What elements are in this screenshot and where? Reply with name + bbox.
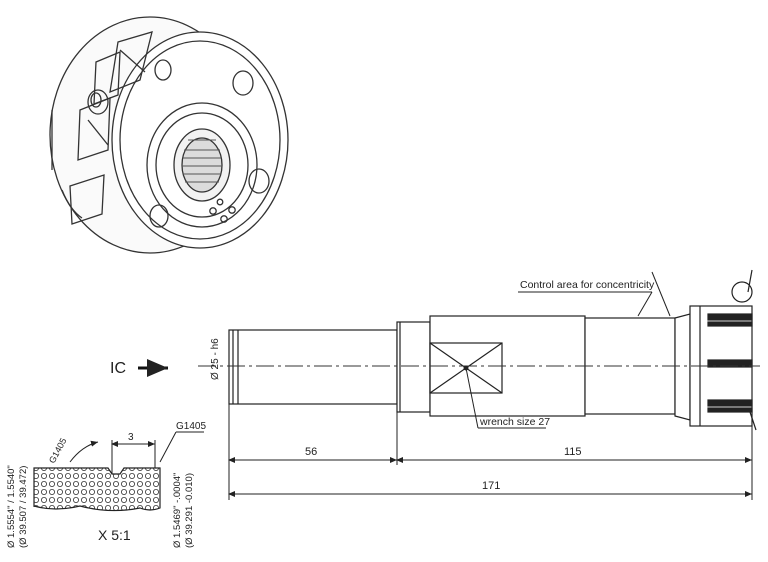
left-dim-inch: Ø 1.5554" / 1.5540"	[6, 465, 17, 548]
shaft-side-view	[228, 269, 757, 431]
dim-3-label: 3	[128, 432, 134, 443]
wrench-size-label: wrench size 27	[479, 416, 550, 428]
detail-view: 3 G1405 G1405 X 5:1 Ø 1.5554" / 1.5540" …	[6, 421, 206, 548]
dim-171-label: 171	[482, 480, 500, 492]
ic-indicator: IC	[110, 359, 168, 377]
control-area-label: Control area for concentricity	[520, 279, 655, 291]
dimension-lines	[228, 404, 753, 500]
ic-label: IC	[110, 360, 126, 377]
right-dim-inch: Ø 1.5469" -.0004"	[172, 473, 183, 548]
rotor-isometric-illustration	[49, 16, 289, 254]
detail-scale-label: X 5:1	[98, 527, 131, 543]
left-dim-mm: (Ø 39.507 / 39.472)	[18, 466, 29, 548]
dim-56-label: 56	[305, 446, 317, 458]
dim-115-label: 115	[564, 446, 582, 458]
rotor-vanes	[707, 313, 753, 413]
right-dim-mm: (Ø 39.291 -0.010)	[184, 473, 195, 548]
g1405-left-label: G1405	[47, 436, 69, 465]
control-area-callout	[518, 271, 671, 317]
wrench-callout	[463, 365, 546, 429]
shaft-diameter-label: Ø 25 - h6	[210, 338, 221, 380]
wrench-flat-marker	[429, 342, 503, 394]
g1405-right-label: G1405	[176, 421, 206, 432]
